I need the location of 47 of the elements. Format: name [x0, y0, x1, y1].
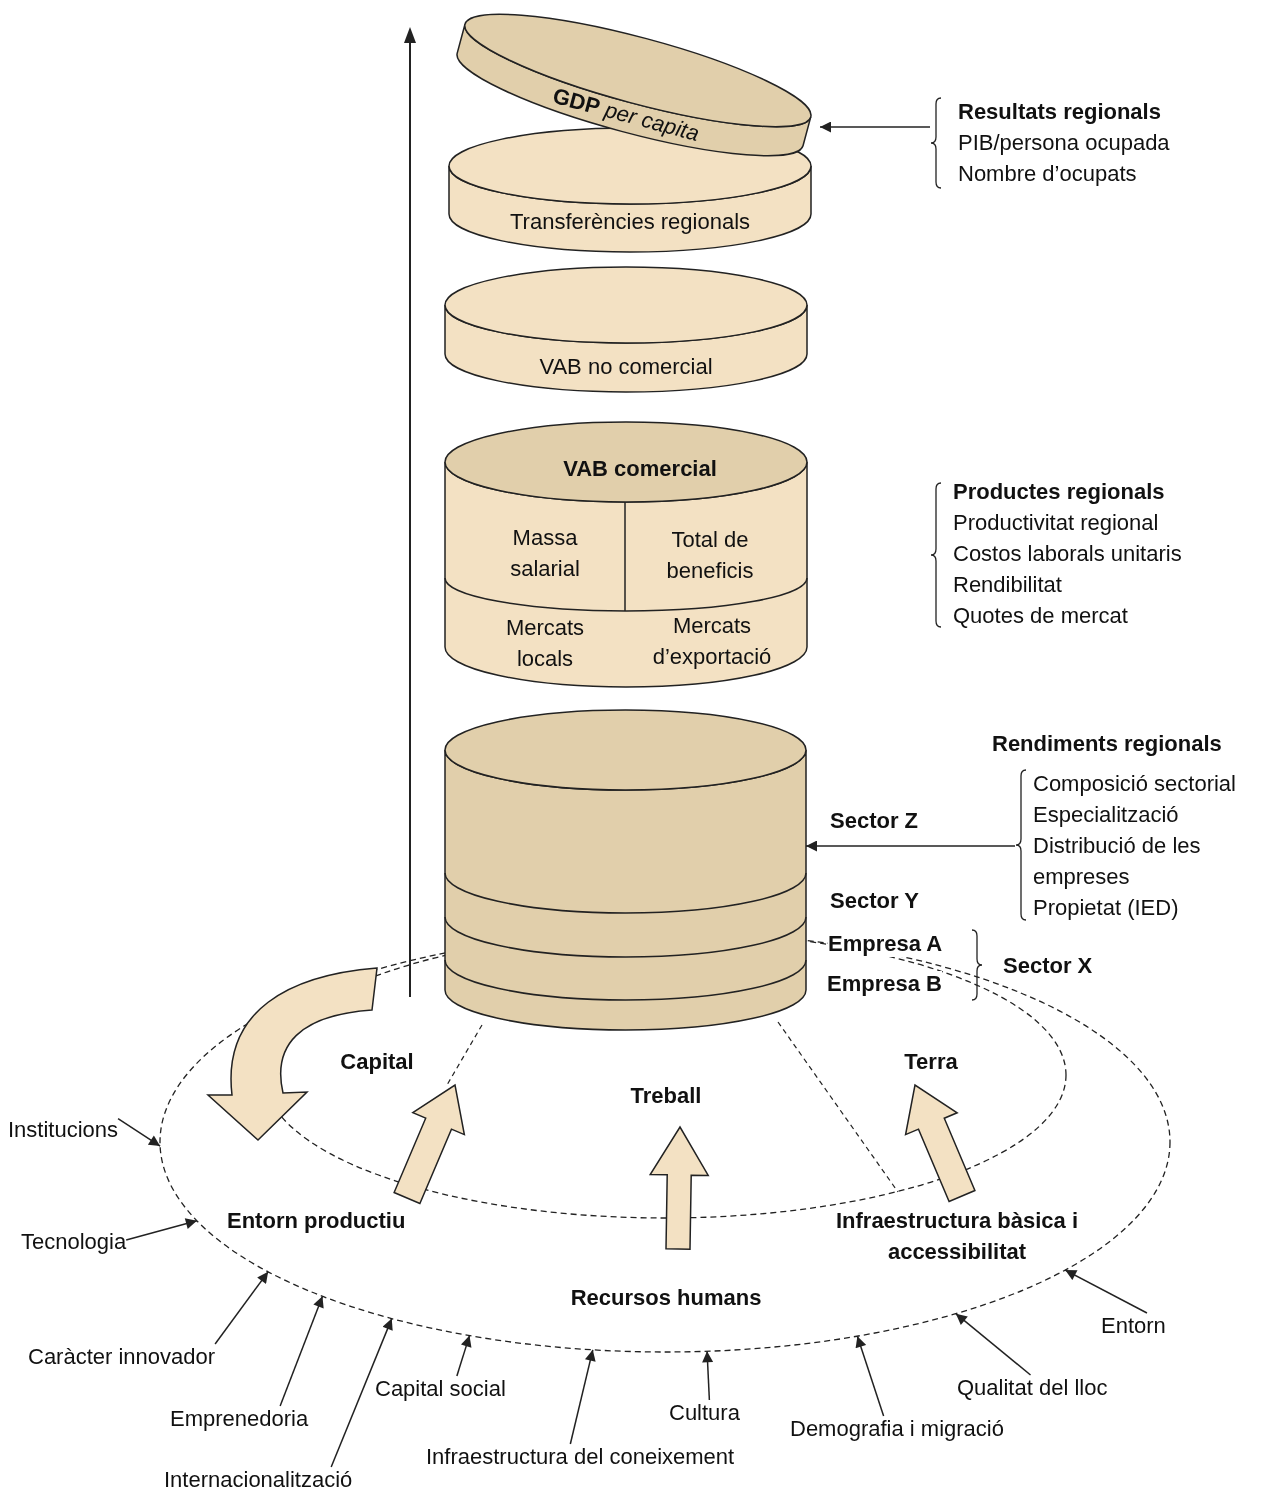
region-label: Entorn productiu [227, 1206, 406, 1235]
arrow [702, 1350, 714, 1401]
factor-label: Capital social [375, 1376, 506, 1402]
segment-label: Total de beneficis [665, 525, 755, 585]
arrow [955, 1312, 1032, 1376]
list-item: Distribució de les empreses [1033, 832, 1202, 891]
factor-label: Qualitat del lloc [957, 1375, 1108, 1401]
list-item: Composició sectorial [1033, 770, 1237, 798]
segment-label: Mercats d’exportació [651, 611, 773, 671]
arrow [279, 1295, 324, 1407]
factor-label: Institucions [8, 1117, 119, 1143]
factor-label: Caràcter innovador [28, 1344, 216, 1370]
factor-label: Internacionalització [164, 1467, 353, 1493]
factor-label: Demografia i migració [790, 1416, 1004, 1442]
factor-label: Cultura [669, 1400, 740, 1426]
factor-label: Infraestructura del coneixement [426, 1444, 735, 1470]
company-label: Empresa B [827, 971, 942, 997]
heading-text: Rendiments regionals [992, 729, 1222, 758]
list-item: Propietat (IED) [1033, 894, 1180, 922]
arrow [456, 1334, 472, 1377]
arrow [330, 1317, 393, 1468]
arrow [569, 1349, 596, 1445]
factor-label: Capital [340, 1047, 414, 1076]
factor-label: Emprenedoria [170, 1406, 309, 1432]
region-label: Recursos humans [570, 1283, 762, 1312]
arrow [117, 1118, 161, 1147]
segment-label: Massa salarial [509, 523, 581, 583]
arrow [855, 1335, 885, 1417]
list-item: Nombre d’ocupats [958, 160, 1138, 188]
arrow [1064, 1269, 1148, 1314]
disk-label: VAB no comercial [539, 352, 713, 381]
disk-label: Transferències regionals [509, 207, 751, 236]
arrow [819, 121, 931, 133]
disk-label: GDP per capita [549, 82, 702, 148]
segment-label: Mercats locals [504, 613, 586, 673]
factor-label: Entorn [1101, 1313, 1166, 1339]
list-item: Especialització [1033, 801, 1180, 829]
arrow [214, 1271, 269, 1345]
factor-label: Tecnologia [21, 1229, 127, 1255]
factor-label: Treball [630, 1081, 702, 1110]
arrow [805, 840, 1016, 852]
list-item: PIB/persona ocupada [958, 129, 1171, 157]
arrow [125, 1218, 198, 1241]
factor-label: Terra [904, 1047, 958, 1076]
heading-text: VAB comercial [563, 454, 717, 483]
region-label: Infraestructura bàsica i accessibilitat [834, 1206, 1080, 1266]
heading-text: Resultats regionals [958, 98, 1162, 126]
